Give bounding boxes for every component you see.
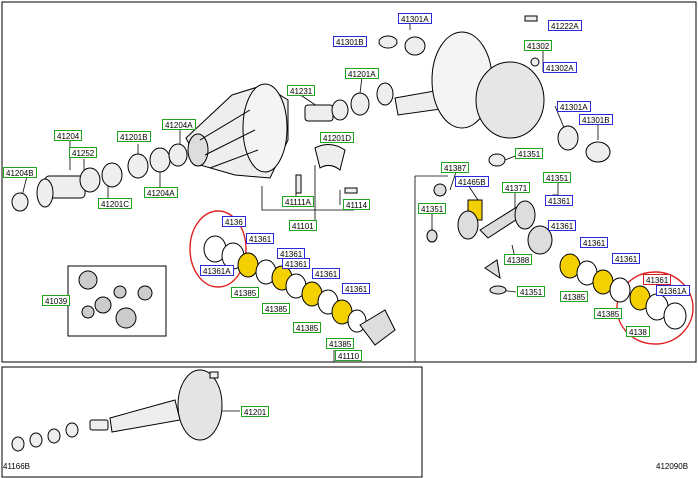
part-label: 41385: [594, 308, 623, 319]
main-frame: [1, 1, 697, 363]
part-label: 41110: [335, 350, 363, 361]
upper-shaft: [376, 15, 611, 167]
part-label: 41387: [441, 162, 470, 173]
part-label: 41361: [545, 195, 574, 206]
part-label: 41371: [502, 182, 531, 193]
part-label: 41301B: [579, 114, 613, 125]
part-label: 41111A: [282, 196, 314, 207]
part-label: 41361: [612, 253, 641, 264]
diagram-code-right: 412090B: [656, 462, 689, 471]
carrier-housing: [185, 83, 289, 179]
left-washer-stack: [203, 235, 396, 346]
spacer-parts: [295, 92, 370, 194]
part-label: 41388: [504, 254, 533, 265]
part-label: 41222A: [548, 20, 582, 31]
part-label: 41351: [515, 148, 544, 159]
part-label: 41101: [289, 220, 317, 231]
part-label: 41361: [580, 237, 609, 248]
part-label: 41361A: [200, 265, 234, 276]
part-label: 41385: [560, 291, 589, 302]
part-label: 41201B: [117, 131, 151, 142]
part-label: 41385: [262, 303, 291, 314]
part-label: 41252: [69, 147, 98, 158]
part-label: 41204A: [144, 187, 178, 198]
part-label: 41385: [231, 287, 260, 298]
part-label: 41204A: [162, 119, 196, 130]
spider-gears: [426, 183, 563, 295]
part-label: 41204B: [3, 167, 37, 178]
part-label: 41201D: [320, 132, 355, 143]
part-label: 41231: [287, 85, 316, 96]
part-label: 41465B: [455, 176, 489, 187]
pinion-parts: [11, 143, 188, 212]
part-label: 41302: [524, 40, 553, 51]
part-label: 41201: [241, 406, 270, 417]
part-label: 41301A: [398, 13, 432, 24]
part-label: 41385: [326, 338, 355, 349]
diagram-code-left: 41166B: [3, 462, 30, 471]
kit-gears: [78, 270, 153, 329]
part-label: 41385: [293, 322, 322, 333]
part-label: 41351: [418, 203, 447, 214]
part-label: 41201A: [345, 68, 379, 79]
red-circle-left: [189, 210, 247, 288]
part-label: 41361: [282, 258, 311, 269]
part-label: 41039: [42, 295, 71, 306]
part-label: 41201C: [98, 198, 133, 209]
part-label: 41361: [246, 233, 275, 244]
right-washer-stack: [559, 253, 687, 330]
part-label: 41114: [343, 199, 371, 210]
part-label: 41351: [517, 286, 546, 297]
part-label: 4136: [222, 216, 246, 227]
part-label: 41302A: [543, 62, 577, 73]
ring-gear-assembly: [11, 369, 223, 452]
part-label: 41361A: [656, 285, 690, 296]
part-label: 41361: [342, 283, 371, 294]
part-label: 41301B: [333, 36, 367, 47]
part-label: 41301A: [557, 101, 591, 112]
ring-gear-frame: [1, 366, 423, 478]
part-label: 41361: [643, 274, 672, 285]
part-label: 41351: [543, 172, 572, 183]
part-label: 41361: [548, 220, 577, 231]
part-label: 41204: [54, 130, 83, 141]
part-label: 41361: [312, 268, 341, 279]
part-label: 4138: [626, 326, 650, 337]
